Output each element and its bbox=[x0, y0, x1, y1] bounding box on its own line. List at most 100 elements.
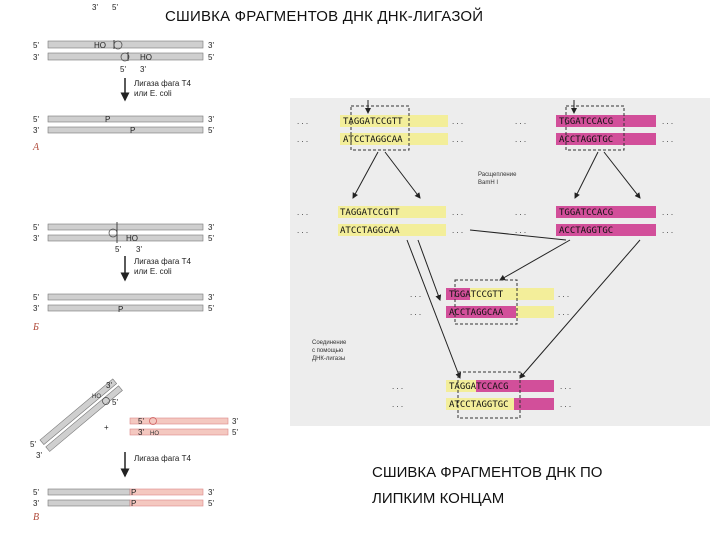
svg-text:. . .: . . . bbox=[452, 135, 463, 144]
end-label: 3' bbox=[92, 3, 98, 12]
ligase-label: или E. coli bbox=[134, 89, 172, 98]
end-label: 3' bbox=[208, 223, 214, 232]
row4-final-duplex: . . . TAGGATCCACG ATCCTAGGTGC . . . . . … bbox=[392, 371, 571, 419]
end-label: 3' bbox=[208, 488, 214, 497]
svg-text:. . .: . . . bbox=[662, 135, 673, 144]
end-label: 3' bbox=[33, 126, 39, 135]
panel-c-label: В bbox=[33, 512, 39, 523]
end-label: 3' bbox=[33, 304, 39, 313]
row1-yellow-duplex: . . . TAGGATCCGTT ATCCTAGGCAA . . . . . … bbox=[297, 100, 463, 151]
row2-yellow-cut: . . . TAGGATCCGTT ATCCTAGGCAA . . . . . … bbox=[297, 206, 463, 236]
end-label: 5' bbox=[115, 245, 121, 254]
row2-pink-cut: . . . TGGATCCACG ACCTAGGTGC . . . . . . … bbox=[515, 206, 673, 236]
svg-text:. . .: . . . bbox=[392, 382, 403, 391]
svg-text:. . .: . . . bbox=[560, 400, 571, 409]
end-label: 3' bbox=[33, 53, 39, 62]
plus-sign: + bbox=[104, 423, 109, 432]
p-group: P bbox=[130, 126, 135, 135]
svg-text:. . .: . . . bbox=[297, 208, 308, 217]
sticky-ends-figure-bg bbox=[290, 98, 710, 426]
p-group: P bbox=[131, 488, 136, 497]
panel-a-label: А bbox=[32, 142, 40, 153]
caption-line: СШИВКА ФРАГМЕНТОВ ДНК ПО bbox=[372, 464, 603, 481]
svg-text:. . .: . . . bbox=[452, 226, 463, 235]
svg-text:. . .: . . . bbox=[297, 117, 308, 126]
end-label: 5' bbox=[112, 398, 118, 407]
bamhi-label: BamH I bbox=[478, 180, 498, 186]
p-group: P bbox=[118, 305, 123, 314]
end-label: 5' bbox=[208, 53, 214, 62]
svg-text:. . .: . . . bbox=[452, 208, 463, 217]
end-label: 5' bbox=[33, 488, 39, 497]
ho-group: HO bbox=[94, 41, 106, 50]
seq-text: ATCCTAGGCAA bbox=[343, 135, 403, 145]
seq-text: ATCCTAGGTGC bbox=[449, 400, 509, 410]
page-title: СШИВКА ФРАГМЕНТОВ ДНК ДНК-ЛИГАЗОЙ bbox=[165, 8, 484, 25]
end-label: 5' bbox=[208, 499, 214, 508]
svg-text:. . .: . . . bbox=[392, 400, 403, 409]
end-label: 5' bbox=[120, 65, 126, 74]
svg-text:. . .: . . . bbox=[515, 226, 526, 235]
end-label: 3' bbox=[106, 381, 112, 390]
seq-text: ACCTAGGTGC bbox=[559, 135, 613, 145]
ho-group: HO bbox=[150, 431, 159, 437]
end-label: 5' bbox=[33, 223, 39, 232]
end-label: 3' bbox=[232, 417, 238, 426]
end-label: 3' bbox=[208, 41, 214, 50]
panel-a-sealed-duplex: 5' 3' P P 3' 5' bbox=[33, 115, 214, 135]
end-label: 3' bbox=[136, 245, 142, 254]
end-label: 3' bbox=[138, 428, 144, 437]
svg-text:. . .: . . . bbox=[515, 117, 526, 126]
ligase-label: Лигаза фага T4 bbox=[134, 257, 191, 266]
ligase-label: или E. coli bbox=[134, 267, 172, 276]
svg-text:. . .: . . . bbox=[297, 135, 308, 144]
panel-c-sealed-duplex: 5' 3' P P 3' 5' bbox=[33, 488, 214, 508]
row1-pink-duplex: . . . TGGATCCACG ACCTAGGTGC . . . . . . … bbox=[515, 100, 673, 151]
end-label: 5' bbox=[30, 440, 36, 449]
end-label: 3' bbox=[36, 451, 42, 460]
end-label: 3' bbox=[208, 293, 214, 302]
end-label: 3' bbox=[33, 234, 39, 243]
seq-text: TGGATCCACG bbox=[559, 208, 613, 218]
row3-hybrid-duplex: . . . TGGATCCGTT ACCTAGGCAA . . . . . . … bbox=[410, 279, 569, 325]
svg-text:. . .: . . . bbox=[662, 226, 673, 235]
seq-text: TAGGATCCACG bbox=[449, 382, 509, 392]
ligase-label: Лигаза фага T4 bbox=[134, 79, 191, 88]
end-label: 3' bbox=[208, 115, 214, 124]
svg-text:. . .: . . . bbox=[558, 290, 569, 299]
svg-text:. . .: . . . bbox=[560, 382, 571, 391]
seq-text: ACCTAGGTGC bbox=[559, 226, 613, 236]
ligase-label: Лигаза фага T4 bbox=[134, 454, 191, 463]
seq-text: TGGATCCGTT bbox=[449, 290, 504, 300]
panel-c-tilted-duplex: 3' 5' HO 5' 3' + bbox=[30, 378, 123, 460]
svg-text:. . .: . . . bbox=[662, 208, 673, 217]
seq-text: TGGATCCACG bbox=[559, 117, 613, 127]
ho-group: HO bbox=[140, 53, 152, 62]
ligase-step-label: с помощью bbox=[312, 348, 344, 354]
ligase-step-label: Соединение bbox=[312, 340, 347, 346]
caption: СШИВКА ФРАГМЕНТОВ ДНК ПО ЛИПКИМ КОНЦАМ bbox=[372, 460, 602, 512]
p-group: P bbox=[105, 115, 110, 124]
panel-c-pink-duplex: 5' 3' HO 3' 5' bbox=[129, 417, 238, 437]
seq-text: ATCCTAGGCAA bbox=[340, 226, 400, 236]
svg-text:. . .: . . . bbox=[515, 135, 526, 144]
svg-text:. . .: . . . bbox=[558, 308, 569, 317]
panel-b-blunt-duplex: 5' 3' HO 3' 5' 5' 3' bbox=[33, 222, 214, 254]
caption-line: ЛИПКИМ КОНЦАМ bbox=[372, 490, 505, 507]
svg-text:. . .: . . . bbox=[515, 208, 526, 217]
ligase-step-label: ДНК-лигазы bbox=[312, 356, 345, 362]
svg-text:. . .: . . . bbox=[410, 290, 421, 299]
end-label: 5' bbox=[33, 41, 39, 50]
end-label: 3' bbox=[140, 65, 146, 74]
end-label: 5' bbox=[232, 428, 238, 437]
panel-b-sealed-duplex: 5' 3' P 3' 5' bbox=[33, 293, 214, 314]
seq-text: TAGGATCCGTT bbox=[340, 208, 400, 218]
svg-text:. . .: . . . bbox=[452, 117, 463, 126]
end-label: 5' bbox=[112, 3, 118, 12]
end-label: 5' bbox=[208, 234, 214, 243]
svg-text:. . .: . . . bbox=[297, 226, 308, 235]
end-label: 5' bbox=[138, 417, 144, 426]
end-label: 5' bbox=[208, 126, 214, 135]
p-group: P bbox=[131, 499, 136, 508]
